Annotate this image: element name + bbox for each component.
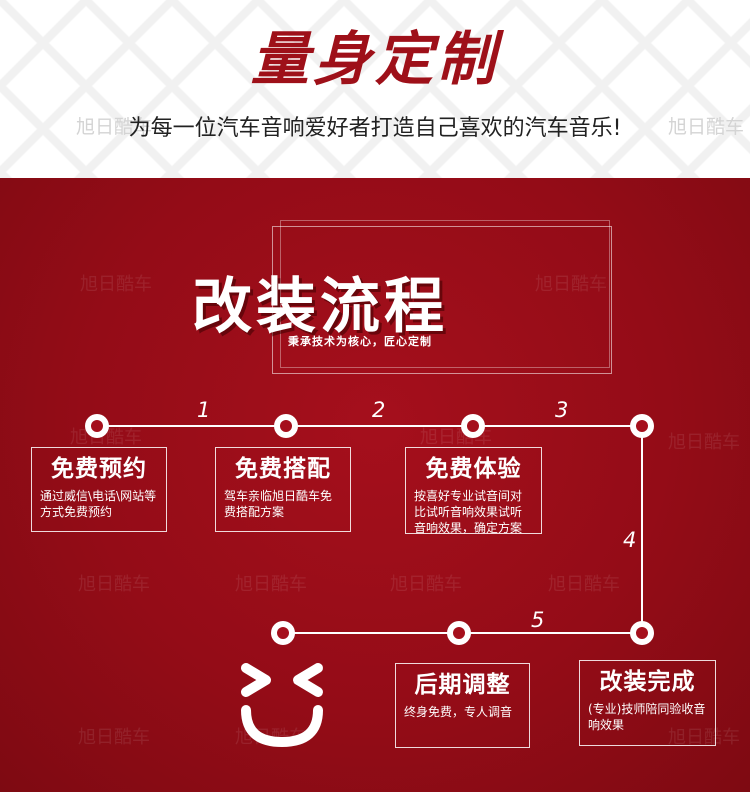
- watermark: 旭日酷车: [668, 727, 740, 748]
- title-frame-inner: [280, 220, 610, 368]
- step-description: 终身免费，专人调音: [404, 705, 513, 719]
- flow-nodes: [85, 414, 654, 645]
- step-box-free-booking: 免费预约 通过威信\电话\网站等方式免费预约: [31, 447, 167, 532]
- title-frame-outer: [272, 226, 612, 374]
- step-description: 通过威信\电话\网站等方式免费预约: [40, 489, 157, 519]
- header-band: 量身定制 旭日酷车 旭日酷车 为每一位汽车音响爱好者打造自己喜欢的汽车音乐!: [0, 0, 750, 178]
- step-description: 按喜好专业试音间对比试听音响效果试听音响效果，确定方案: [414, 489, 523, 535]
- step-box-free-matching: 免费搭配 驾车亲临旭日酷车免费搭配方案: [215, 447, 351, 532]
- watermark: 旭日酷车: [76, 116, 153, 138]
- watermark: 旭日酷车: [80, 274, 152, 295]
- step-title: 改装完成: [599, 669, 696, 695]
- section-title: 改装流程: [192, 272, 448, 342]
- smiley-face-icon: [241, 663, 323, 747]
- watermark: 旭日酷车: [548, 574, 620, 595]
- watermark: 旭日酷车: [235, 574, 307, 595]
- page-subtitle: 为每一位汽车音响爱好者打造自己喜欢的汽车音乐!: [128, 116, 622, 141]
- background-pattern: [0, 0, 750, 178]
- watermark: 旭日酷车: [668, 432, 740, 453]
- flow-node-2: [274, 414, 298, 438]
- step-box-free-experience: 免费体验 按喜好专业试音间对比试听音响效果试听音响效果，确定方案: [405, 447, 542, 535]
- flow-node-3: [461, 414, 485, 438]
- process-panel: 旭日酷车 旭日酷车 旭日酷车 旭日酷车 旭日酷车 旭日酷车 旭日酷车 旭日酷车 …: [0, 178, 750, 792]
- section-subtitle: 秉承技术为核心，匠心定制: [288, 335, 432, 348]
- flow-node-1: [85, 414, 109, 438]
- step-number-2: 2: [372, 398, 386, 422]
- step-box-later-adjustment: 后期调整 终身免费，专人调音: [395, 663, 530, 748]
- step-number-5: 5: [531, 608, 545, 632]
- step-description: (专业)技师陪同验收音响效果: [588, 702, 706, 732]
- watermark: 旭日酷车: [535, 274, 607, 295]
- step-box-completed: 改装完成 (专业)技师陪同验收音响效果: [579, 660, 716, 746]
- step-title: 免费搭配: [235, 456, 331, 482]
- step-description: 驾车亲临旭日酷车免费搭配方案: [224, 489, 333, 519]
- step-number-1: 1: [197, 398, 211, 422]
- step-title: 免费预约: [51, 456, 147, 482]
- step-number-3: 3: [555, 398, 569, 422]
- flow-node-7: [271, 621, 295, 645]
- process-flow-line: [85, 414, 654, 645]
- watermark: 旭日酷车: [668, 116, 745, 138]
- step-title: 免费体验: [425, 456, 522, 482]
- flow-node-4: [630, 414, 654, 438]
- step-title: 后期调整: [414, 672, 511, 698]
- watermark: 旭日酷车: [78, 727, 150, 748]
- step-number-4: 4: [623, 528, 637, 552]
- flow-node-6: [447, 621, 471, 645]
- flow-node-5: [630, 621, 654, 645]
- watermark: 旭日酷车: [78, 574, 150, 595]
- watermark: 旭日酷车: [390, 574, 462, 595]
- page-title: 量身定制: [250, 25, 499, 93]
